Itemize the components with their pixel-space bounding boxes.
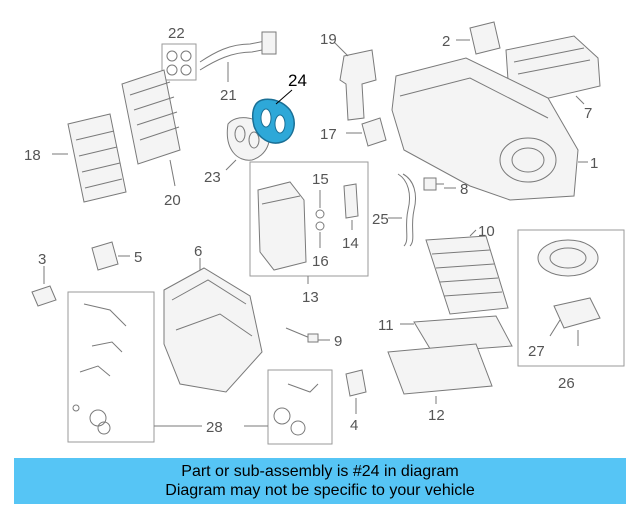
callout-16: 16 xyxy=(312,253,329,270)
callout-27: 27 xyxy=(528,343,545,360)
part-20-heater-core xyxy=(121,69,181,187)
callout-10: 10 xyxy=(478,223,495,240)
callout-11: 11 xyxy=(378,317,394,334)
part-1-hvac-housing xyxy=(391,57,588,201)
part-6-distribution-housing xyxy=(163,258,263,393)
callout-20: 20 xyxy=(164,192,181,209)
callout-28: 28 xyxy=(206,419,223,436)
callout-6: 6 xyxy=(194,243,202,260)
part-17-sensor xyxy=(346,117,387,147)
callout-15: 15 xyxy=(312,171,329,188)
callout-18: 18 xyxy=(24,147,41,164)
callout-26: 26 xyxy=(558,375,575,392)
callout-2: 2 xyxy=(442,33,450,50)
callout-4: 4 xyxy=(350,417,358,434)
callout-14: 14 xyxy=(342,235,359,252)
group-26-box xyxy=(517,229,625,367)
part-22-orings xyxy=(161,43,197,81)
callout-12: 12 xyxy=(428,407,445,424)
callout-22: 22 xyxy=(168,25,185,42)
part-8-bolt xyxy=(423,177,456,191)
group-28-left-box xyxy=(67,291,155,443)
part-11-strip xyxy=(400,315,513,353)
part-24-seal-highlighted xyxy=(251,89,295,144)
part-5-actuator xyxy=(91,241,130,271)
part-12-panel xyxy=(387,343,493,404)
banner-line-1: Part or sub-assembly is #24 in diagram xyxy=(181,463,459,480)
callout-7: 7 xyxy=(584,105,592,122)
callout-1: 1 xyxy=(590,155,598,172)
callout-8: 8 xyxy=(460,181,468,198)
part-2-clip xyxy=(456,21,501,55)
callout-19: 19 xyxy=(320,31,337,48)
part-25-hose xyxy=(388,173,417,247)
group-13-box xyxy=(249,161,369,284)
callout-3: 3 xyxy=(38,251,46,268)
callout-13: 13 xyxy=(302,289,319,306)
part-9-sensor xyxy=(285,327,330,343)
part-21-pipe xyxy=(199,31,277,82)
callout-17: 17 xyxy=(320,126,337,143)
callout-23: 23 xyxy=(204,169,221,186)
callout-21: 21 xyxy=(220,87,237,104)
callout-24: 24 xyxy=(288,71,307,90)
callout-25: 25 xyxy=(372,211,389,228)
part-3-bracket xyxy=(31,266,57,307)
banner-line-2: Diagram may not be specific to your vehi… xyxy=(165,482,475,499)
part-18-evaporator xyxy=(52,113,127,203)
callout-5: 5 xyxy=(134,249,142,266)
part-10-cabin-filter xyxy=(425,229,509,315)
info-banner: Part or sub-assembly is #24 in diagram D… xyxy=(14,458,626,504)
part-19-bracket xyxy=(333,41,377,121)
group-28-right-box xyxy=(154,369,333,445)
callout-9: 9 xyxy=(334,333,342,350)
part-4-clip xyxy=(345,369,367,414)
